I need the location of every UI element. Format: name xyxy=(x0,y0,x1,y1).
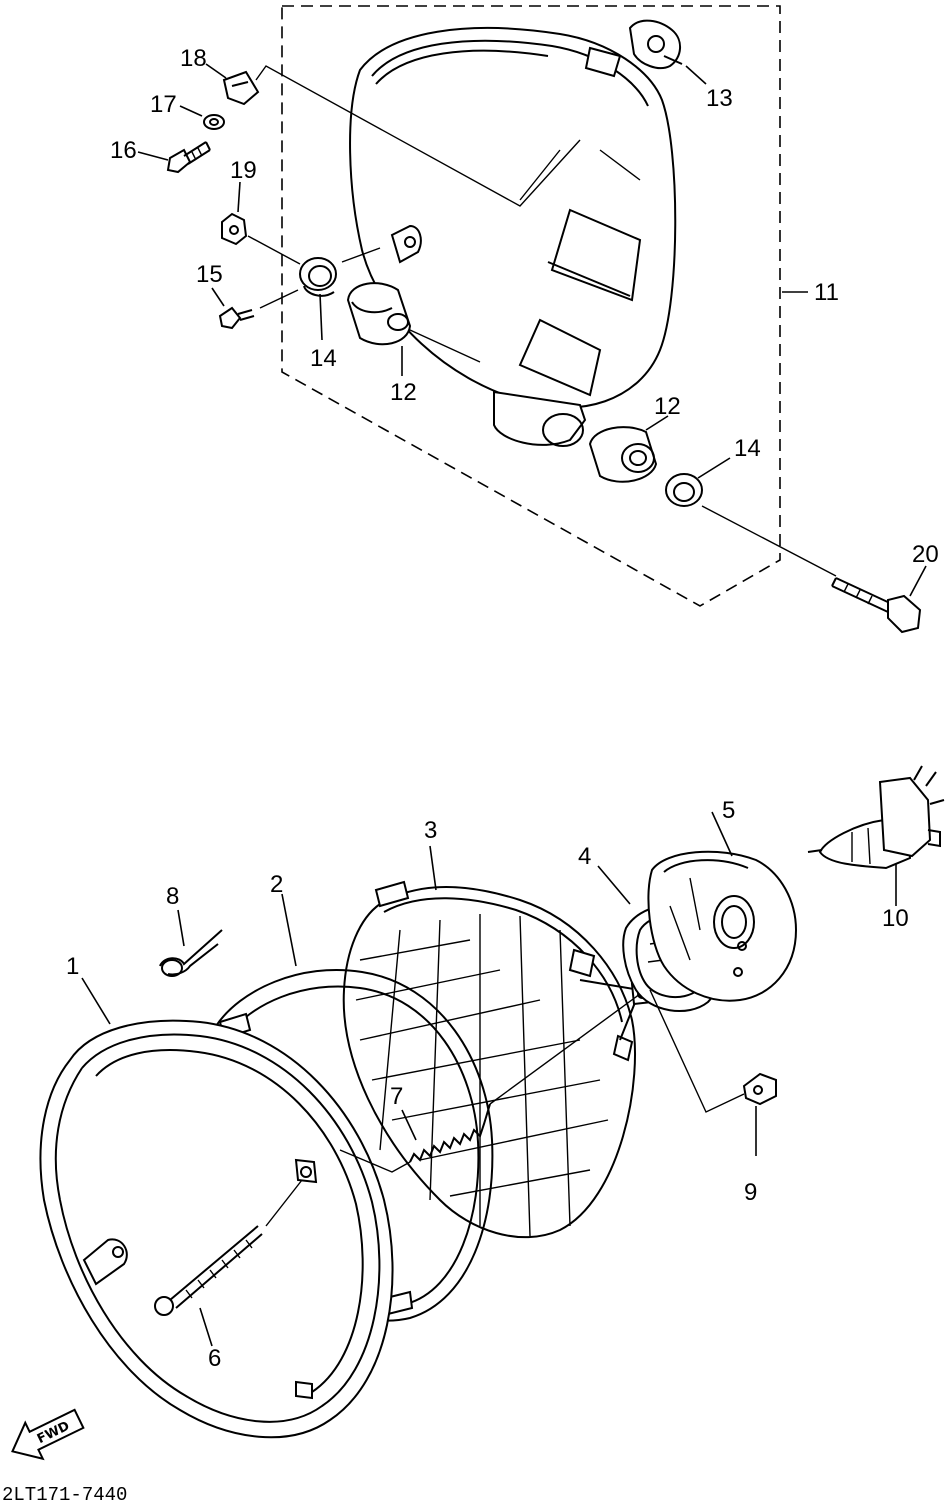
part-17-lock-washer xyxy=(203,114,225,130)
callout-18: 18 xyxy=(180,45,207,72)
fwd-direction-arrow: FWD xyxy=(11,1408,85,1461)
part-18-rubber-washer xyxy=(222,70,260,106)
callout-8: 8 xyxy=(166,883,179,910)
part-6-adjusting-screw xyxy=(154,1179,303,1316)
callout-11: 11 xyxy=(814,279,839,306)
callout-9: 9 xyxy=(744,1179,757,1206)
callout-4: 4 xyxy=(578,843,591,870)
callout-15: 15 xyxy=(196,261,223,288)
part-8-clip xyxy=(159,929,223,977)
headlight-housing-shell xyxy=(349,27,677,447)
part-12-damper-right xyxy=(588,426,658,483)
part-13-grommet xyxy=(628,19,683,70)
catalog-code: 2LT171-7440 xyxy=(2,1484,127,1504)
part-19-nut xyxy=(221,212,248,246)
headlight-unit-group: 3 2 1 xyxy=(39,765,945,1439)
part-3-headlight-lens-unit xyxy=(342,880,654,1239)
part-15-screw xyxy=(218,306,255,330)
part-9-nut xyxy=(649,989,777,1113)
callout-6: 6 xyxy=(208,1345,221,1372)
callout-20: 20 xyxy=(912,541,939,568)
callout-14-left: 14 xyxy=(310,345,337,372)
callout-13: 13 xyxy=(706,85,733,112)
callout-12-right: 12 xyxy=(654,393,681,420)
part-16-bolt xyxy=(166,141,211,174)
callout-2: 2 xyxy=(270,871,283,898)
callout-12-left: 12 xyxy=(390,379,417,406)
part-1-outer-rim xyxy=(39,1019,394,1439)
callout-3: 3 xyxy=(424,817,437,844)
callout-5: 5 xyxy=(722,797,735,824)
part-7-spring xyxy=(339,993,641,1173)
part-14-collar-right xyxy=(665,473,703,507)
callout-14-right: 14 xyxy=(734,435,761,462)
part-5-socket-cover xyxy=(647,850,798,1002)
callout-1: 1 xyxy=(66,953,79,980)
callout-10: 10 xyxy=(882,905,909,932)
part-20-bolt xyxy=(831,577,922,634)
callout-7: 7 xyxy=(390,1083,403,1110)
part-10-halogen-bulb xyxy=(807,765,945,870)
housing-assembly-group: 13 18 17 16 19 xyxy=(110,5,939,634)
callout-16: 16 xyxy=(110,137,137,164)
part-12-damper-left xyxy=(346,282,412,346)
callout-17: 17 xyxy=(150,91,177,118)
callout-19: 19 xyxy=(230,157,257,184)
part-14-collar-left xyxy=(299,257,337,297)
